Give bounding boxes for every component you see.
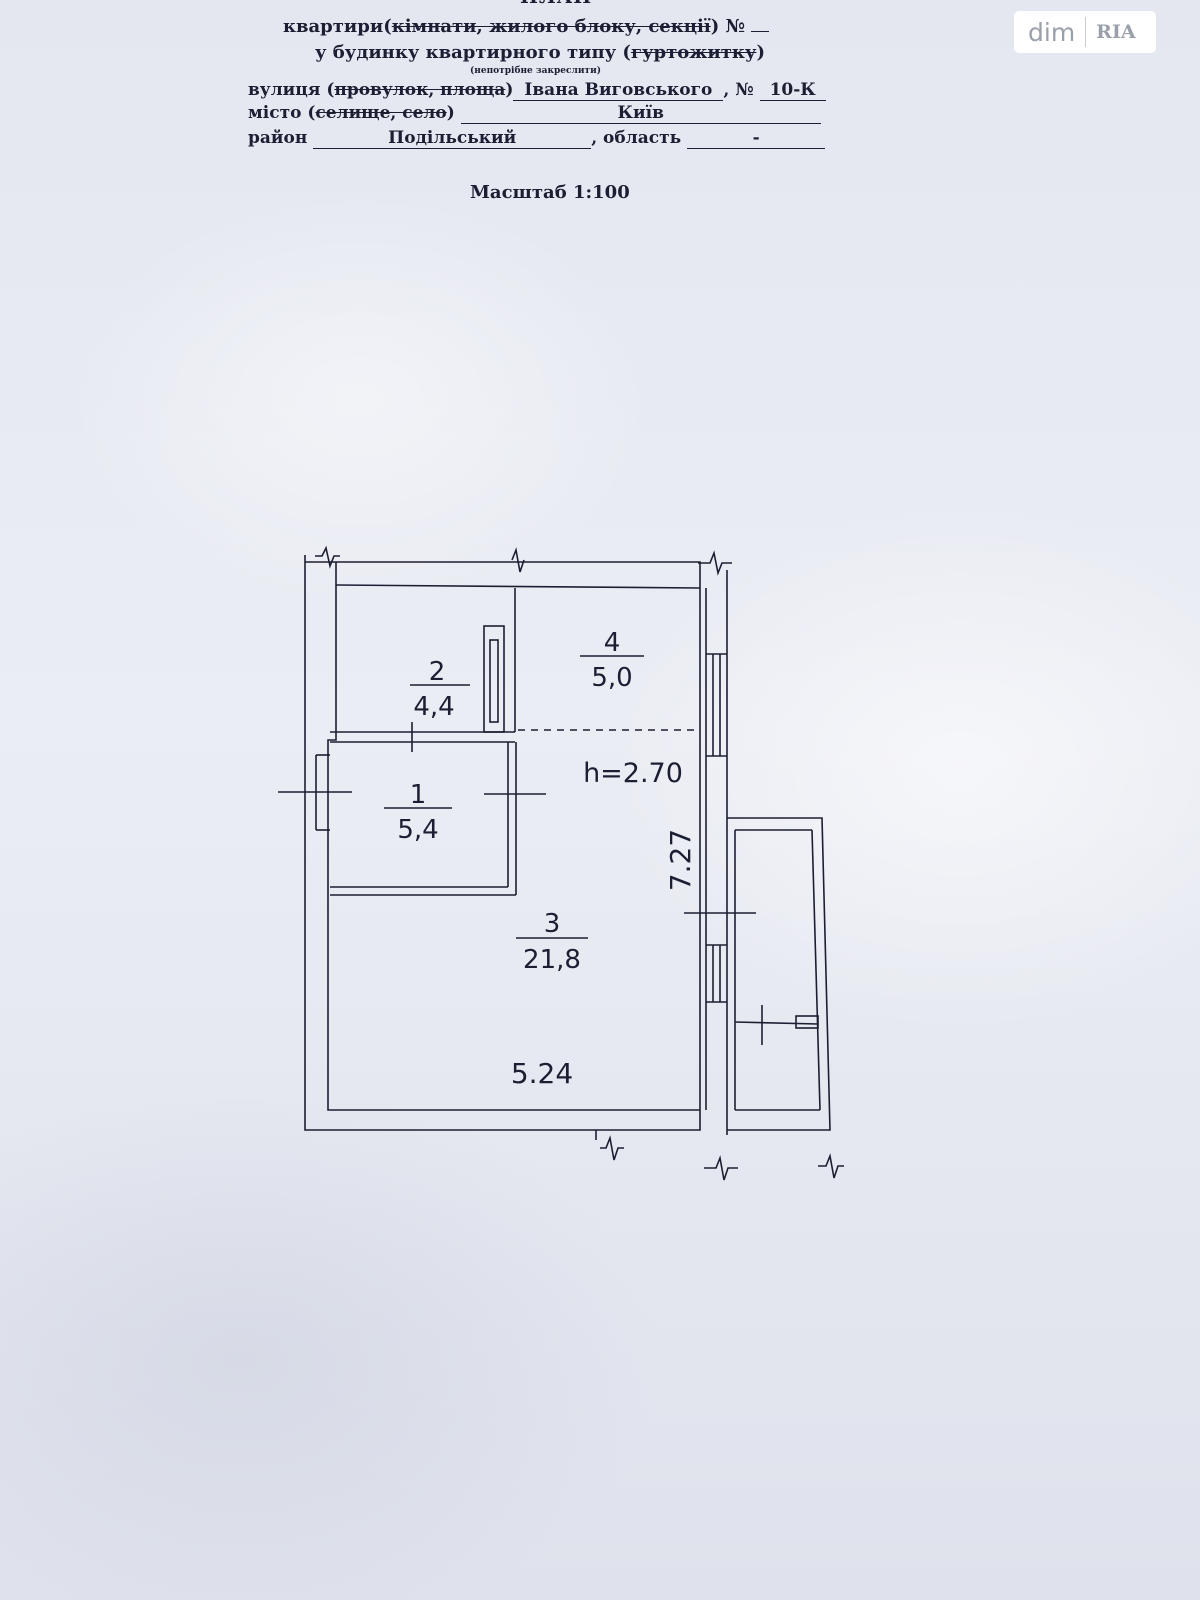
- room-1-area: 5,4: [397, 815, 438, 845]
- strike-note: (непотрібне закреслити): [470, 66, 602, 76]
- scale-label: Масштаб 1:100: [470, 182, 630, 203]
- district-value: Подільський: [313, 128, 592, 149]
- room-3-number: 3: [544, 909, 561, 939]
- logo-ria-text: RIA: [1096, 21, 1136, 43]
- city-value: Київ: [460, 103, 821, 124]
- street-row: вулиця (провулок, площа)Івана Виговськог…: [248, 80, 826, 101]
- document-title: ПЛАН: [520, 0, 592, 8]
- balcony-divider: [734, 1021, 819, 1025]
- logo-dim-text: dim: [1028, 17, 1076, 47]
- city-row: місто (селище, село) Київ: [248, 103, 821, 124]
- break-mark-bottom-balcony: [818, 1153, 844, 1179]
- break-mark-bottom-mid: [600, 1135, 624, 1161]
- room-4-area: 5,0: [591, 663, 632, 693]
- break-mark-bottom-right: [704, 1155, 738, 1181]
- ceiling-height-label: h=2.70: [583, 758, 683, 789]
- top-wall-inner: [335, 584, 701, 589]
- region-value: -: [687, 128, 826, 149]
- room-4-number: 4: [604, 628, 621, 658]
- inner-wall-outline: [327, 585, 700, 1111]
- dimria-logo: dim RIA: [1014, 11, 1156, 53]
- dimension-vertical: 7.27: [664, 829, 697, 891]
- ventilation-shaft-inner: [489, 639, 499, 723]
- break-mark-top-right: [698, 550, 732, 576]
- room-3-area: 21,8: [523, 945, 581, 975]
- logo-divider: [1085, 17, 1087, 47]
- window-lower: [706, 944, 727, 1003]
- balcony-outline: [727, 817, 831, 1131]
- street-value: Івана Виговського: [513, 80, 724, 101]
- window-upper: [706, 653, 727, 757]
- break-mark-top-mid: [511, 547, 525, 573]
- balcony-door: [795, 1015, 819, 1029]
- outer-wall-outline: [304, 555, 701, 1131]
- header-line-apartment: квартири(кімнати, жилого блоку, секції) …: [283, 16, 770, 37]
- district-row: район Подільський, область -: [248, 128, 826, 149]
- room-2-number: 2: [429, 657, 446, 687]
- dimension-horizontal: 5.24: [511, 1057, 573, 1090]
- room-1-number: 1: [410, 780, 427, 810]
- house-number-value: 10-К: [759, 80, 826, 101]
- break-mark-top-left: [315, 545, 340, 569]
- room-2-area: 4,4: [413, 692, 454, 722]
- balcony-inner-right: [811, 829, 821, 1111]
- ventilation-shaft-outer: [483, 625, 505, 733]
- header-line-building: у будинку квартирного типу (гуртожитку): [315, 42, 765, 63]
